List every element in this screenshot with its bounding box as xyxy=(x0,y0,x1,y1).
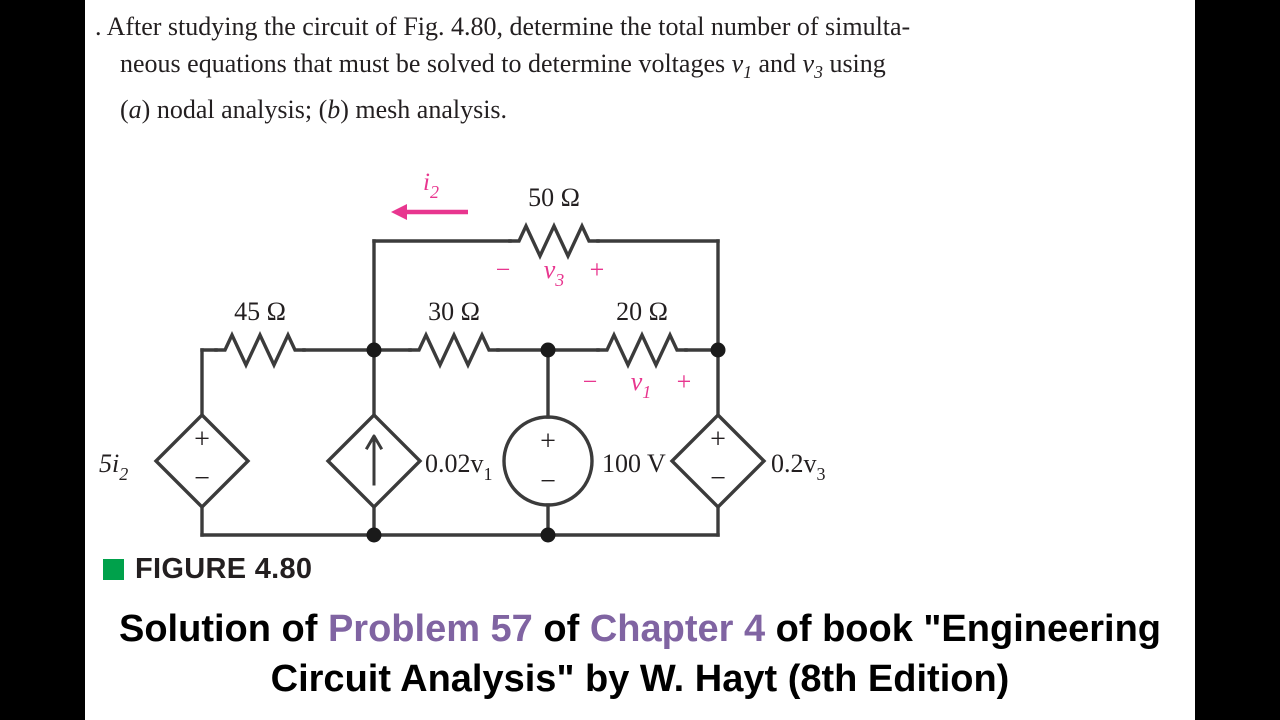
figure-bullet-icon xyxy=(103,559,124,580)
circuit-schematic: + − + − + − 50 Ω 45 Ω 30 Ω 20 Ω 5i2 xyxy=(99,169,826,543)
circuit-diagram: + − + − + − 50 Ω 45 Ω 30 Ω 20 Ω 5i2 xyxy=(85,150,1195,590)
v1-minus: − xyxy=(583,367,598,396)
circuit-annotations: i2 − v3 + − v1 + xyxy=(391,169,691,402)
letterbox-bar-left xyxy=(0,0,85,720)
node-dot-d xyxy=(710,342,726,358)
minus-02v3: − xyxy=(710,463,726,494)
variable-v3: v3 xyxy=(802,49,823,83)
ind-source-100v-label: 100 V xyxy=(602,449,666,478)
problem-line-2-c: using xyxy=(822,49,886,78)
dep-source-002v1-label: 0.02v1 xyxy=(425,449,493,484)
voltage-v3-annotation: − v3 + xyxy=(496,255,605,290)
voltage-v1-annotation: − v1 + xyxy=(583,367,692,402)
resistor-45ohm-body xyxy=(214,330,306,370)
v3-plus: + xyxy=(590,255,605,284)
source-polarity-marks: + − + − + − xyxy=(194,424,726,497)
node-dot-bottom-a xyxy=(366,527,382,543)
solution-caption-line-1: Solution of Problem 57 of Chapter 4 of b… xyxy=(119,608,1161,650)
junction-dots xyxy=(366,342,726,543)
resistor-labels: 50 Ω 45 Ω 30 Ω 20 Ω xyxy=(234,183,668,326)
solution-caption-line-2: Circuit Analysis" by W. Hayt (8th Editio… xyxy=(270,658,1010,700)
figure-label: FIGURE 4.80 xyxy=(135,553,313,585)
node-dot-c xyxy=(540,342,556,358)
slide-content: . After studying the circuit of Fig. 4.8… xyxy=(85,0,1195,720)
chapter-number-highlight: Chapter 4 xyxy=(589,608,766,650)
resistor-30ohm-body xyxy=(408,330,500,370)
node-dot-a xyxy=(366,342,382,358)
v1-label: v1 xyxy=(631,367,652,402)
variable-v1: v1 xyxy=(731,49,752,83)
source-labels: 5i2 0.02v1 100 V 0.2v3 xyxy=(99,449,826,484)
plus-100v: + xyxy=(540,426,556,457)
resistor-20ohm-label: 20 Ω xyxy=(616,297,668,326)
v1-plus: + xyxy=(677,367,692,396)
node-dot-bottom-c xyxy=(540,527,556,543)
resistor-50ohm-body xyxy=(508,221,600,261)
minus-5i2: − xyxy=(194,463,210,494)
label-part-a: a xyxy=(128,95,142,125)
label-part-b: b xyxy=(327,95,341,125)
dep-source-02v3-label: 0.2v3 xyxy=(771,449,826,484)
problem-line-2: neous equations that must be solved to d… xyxy=(95,45,1190,91)
plus-02v3: + xyxy=(710,424,726,455)
current-source-arrow-head xyxy=(364,434,384,451)
dep-source-5i2-label: 5i2 xyxy=(99,449,128,484)
v3-minus: − xyxy=(496,255,511,284)
letterbox-bar-right xyxy=(1195,0,1280,720)
resistor-30ohm-label: 30 Ω xyxy=(428,297,480,326)
current-i2-arrowhead xyxy=(391,204,407,220)
resistor-50ohm-label: 50 Ω xyxy=(528,183,580,212)
problem-line-2-a: neous equations that must be solved to d… xyxy=(120,49,732,78)
current-i2-label: i2 xyxy=(423,169,439,202)
resistor-20ohm-body xyxy=(596,330,688,370)
resistor-45ohm-label: 45 Ω xyxy=(234,297,286,326)
plus-5i2: + xyxy=(194,424,210,455)
problem-line-3: (a) nodal analysis; (b) mesh analysis. xyxy=(120,95,508,125)
problem-statement: . After studying the circuit of Fig. 4.8… xyxy=(95,8,1190,128)
minus-100v: − xyxy=(540,466,556,497)
problem-number-highlight: Problem 57 xyxy=(327,608,533,650)
v3-label: v3 xyxy=(544,255,565,290)
problem-line-2-b: and xyxy=(752,49,803,78)
figure-caption: FIGURE 4.80 xyxy=(103,553,312,586)
solution-caption: Solution of Problem 57 of Chapter 4 of b… xyxy=(85,604,1195,704)
problem-line-1: . After studying the circuit of Fig. 4.8… xyxy=(95,12,911,41)
